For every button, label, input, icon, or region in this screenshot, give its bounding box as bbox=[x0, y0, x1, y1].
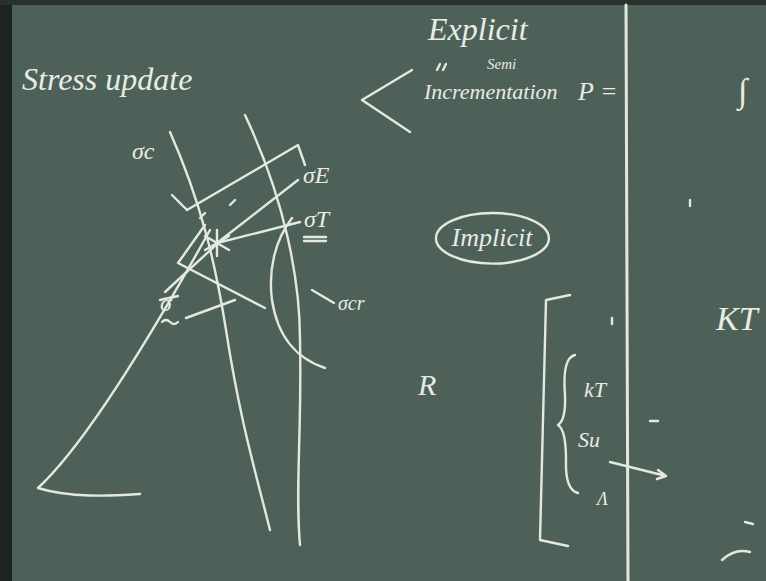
method-text: Incrementation bbox=[424, 80, 558, 104]
stress-symbol: σ bbox=[160, 290, 172, 316]
circled-note: Implicit bbox=[435, 212, 550, 265]
matrix-entry: kT bbox=[584, 378, 606, 402]
node-text: Implicit bbox=[452, 224, 533, 253]
integral-symbol: ∫ bbox=[738, 72, 747, 109]
matrix-entry: Su bbox=[578, 428, 600, 452]
residual-symbol: R bbox=[418, 368, 436, 401]
heading-text: Stress update bbox=[22, 62, 192, 97]
stress-symbol: σE bbox=[303, 162, 330, 188]
stress-symbol: σT bbox=[304, 206, 329, 232]
stiffness-symbol: KT bbox=[716, 300, 758, 337]
method-text: Semi bbox=[487, 56, 516, 73]
stress-symbol: σcr bbox=[338, 292, 365, 314]
method-text: Explicit bbox=[428, 12, 528, 47]
equation-text: P = bbox=[578, 78, 617, 107]
stress-symbol: σc bbox=[132, 138, 155, 164]
matrix-entry: Λ bbox=[597, 490, 608, 510]
